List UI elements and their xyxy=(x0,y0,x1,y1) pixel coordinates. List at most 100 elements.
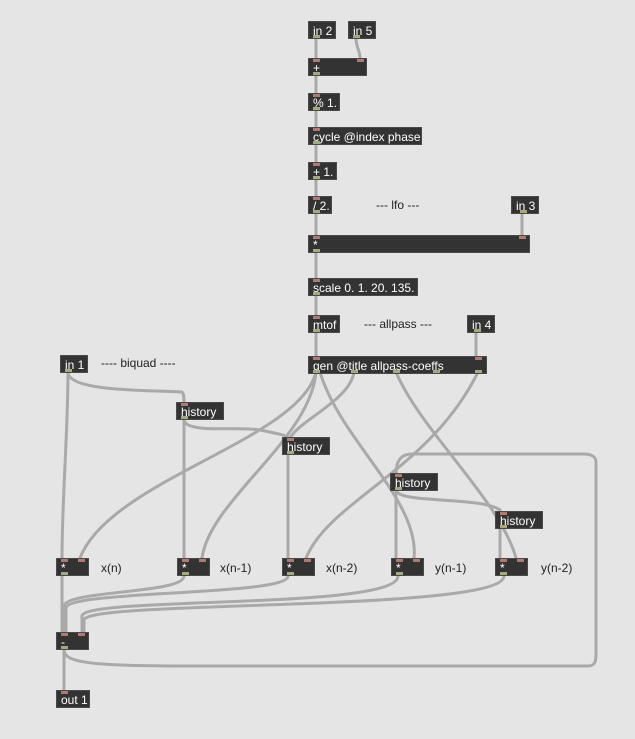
outlet-port[interactable] xyxy=(313,210,320,213)
object-in3[interactable]: in 3 xyxy=(511,196,539,214)
cord-gen-mulyn2 xyxy=(394,370,518,560)
object-add1[interactable]: + 1. xyxy=(308,162,337,180)
inlet-port[interactable] xyxy=(413,559,420,562)
outlet-port[interactable] xyxy=(351,370,358,373)
outlet-port[interactable] xyxy=(287,572,294,575)
object-history-1[interactable]: history xyxy=(176,402,224,420)
outlet-port[interactable] xyxy=(182,572,189,575)
object-history-3[interactable]: history xyxy=(390,473,438,491)
object-mul-xn2[interactable]: * xyxy=(282,558,315,576)
outlet-port[interactable] xyxy=(313,141,320,144)
object-label: * xyxy=(182,561,187,575)
outlet-port[interactable] xyxy=(520,210,527,213)
inlet-port[interactable] xyxy=(313,236,320,239)
outlet-port[interactable] xyxy=(395,487,402,490)
outlet-port[interactable] xyxy=(353,35,360,38)
outlet-port[interactable] xyxy=(313,176,320,179)
outlet-port[interactable] xyxy=(500,572,507,575)
outlet-port[interactable] xyxy=(313,249,320,252)
inlet-port[interactable] xyxy=(313,163,320,166)
object-mod[interactable]: % 1. xyxy=(308,93,340,111)
object-label: * xyxy=(61,561,66,575)
outlet-port[interactable] xyxy=(313,107,320,110)
inlet-port[interactable] xyxy=(61,559,68,562)
outlet-port[interactable] xyxy=(433,370,440,373)
inlet-port[interactable] xyxy=(182,559,189,562)
outlet-port[interactable] xyxy=(313,35,320,38)
inlet-port[interactable] xyxy=(313,59,320,62)
outlet-port[interactable] xyxy=(313,329,320,332)
object-subtract[interactable]: - xyxy=(56,632,89,650)
object-gen[interactable]: gen @title allpass-coeffs xyxy=(308,356,487,374)
inlet-port[interactable] xyxy=(357,59,364,62)
inlet-port[interactable] xyxy=(313,279,320,282)
comment-yn2: y(n-2) xyxy=(541,561,573,575)
cord-in1-mulxn xyxy=(60,370,70,560)
object-label: * xyxy=(313,238,318,252)
outlet-port[interactable] xyxy=(65,369,72,372)
inlet-port[interactable] xyxy=(61,691,68,694)
inlet-port[interactable] xyxy=(313,94,320,97)
object-in5[interactable]: in 5 xyxy=(348,21,376,39)
inlet-port[interactable] xyxy=(181,403,188,406)
inlet-port[interactable] xyxy=(313,197,320,200)
object-cycle[interactable]: cycle @index phase xyxy=(308,127,422,145)
inlet-port[interactable] xyxy=(313,357,320,360)
object-in1[interactable]: in 1 xyxy=(60,355,88,373)
object-label: cycle @index phase xyxy=(313,130,421,144)
inlet-port[interactable] xyxy=(61,633,68,636)
inlet-port[interactable] xyxy=(517,559,524,562)
inlet-port[interactable] xyxy=(78,633,85,636)
comment-biquad: ---- biquad ---- xyxy=(101,356,176,370)
cord-gen-hist2 xyxy=(288,370,356,440)
object-label: - xyxy=(61,635,65,649)
outlet-port[interactable] xyxy=(396,572,403,575)
inlet-port[interactable] xyxy=(395,474,402,477)
outlet-port[interactable] xyxy=(61,646,68,649)
outlet-port[interactable] xyxy=(474,329,481,332)
object-in2[interactable]: in 2 xyxy=(308,21,336,39)
object-div2[interactable]: / 2. xyxy=(308,196,332,214)
inlet-port[interactable] xyxy=(287,559,294,562)
object-in4[interactable]: in 4 xyxy=(467,315,495,333)
outlet-port[interactable] xyxy=(287,451,294,454)
object-out1[interactable]: out 1 xyxy=(56,690,90,708)
object-history-4[interactable]: history xyxy=(495,511,543,529)
inlet-port[interactable] xyxy=(199,559,206,562)
outlet-port[interactable] xyxy=(313,370,320,373)
inlet-port[interactable] xyxy=(396,559,403,562)
outlet-port[interactable] xyxy=(181,416,188,419)
outlet-port[interactable] xyxy=(61,572,68,575)
outlet-port[interactable] xyxy=(393,370,400,373)
outlet-port[interactable] xyxy=(313,72,320,75)
inlet-port[interactable] xyxy=(313,316,320,319)
object-mul-yn1[interactable]: * xyxy=(391,558,424,576)
inlet-port[interactable] xyxy=(475,357,482,360)
cord-in5-plus xyxy=(354,36,362,60)
inlet-port[interactable] xyxy=(500,512,507,515)
outlet-port[interactable] xyxy=(313,292,320,295)
object-mul-yn2[interactable]: * xyxy=(495,558,528,576)
inlet-port[interactable] xyxy=(304,559,311,562)
outlet-port[interactable] xyxy=(500,525,507,528)
inlet-port[interactable] xyxy=(287,438,294,441)
object-label: out 1 xyxy=(61,693,88,707)
object-label: history xyxy=(395,476,431,490)
object-label: history xyxy=(500,514,536,528)
object-mul-xn1[interactable]: * xyxy=(177,558,210,576)
inlet-port[interactable] xyxy=(500,559,507,562)
object-label: + xyxy=(313,61,321,75)
object-history-2[interactable]: history xyxy=(282,437,330,455)
object-plus[interactable]: + xyxy=(308,58,367,76)
outlet-port[interactable] xyxy=(475,370,482,373)
inlet-port[interactable] xyxy=(78,559,85,562)
object-mul-xn[interactable]: * xyxy=(56,558,89,576)
object-mtof[interactable]: mtof xyxy=(308,315,340,333)
cord-mulyn2-sub xyxy=(82,574,506,634)
object-scale[interactable]: scale 0. 1. 20. 135. xyxy=(308,278,418,296)
object-mul-lfo[interactable]: * xyxy=(308,235,530,253)
inlet-port[interactable] xyxy=(313,128,320,131)
inlet-port[interactable] xyxy=(519,236,526,239)
object-label: scale 0. 1. 20. 135. xyxy=(313,281,415,295)
